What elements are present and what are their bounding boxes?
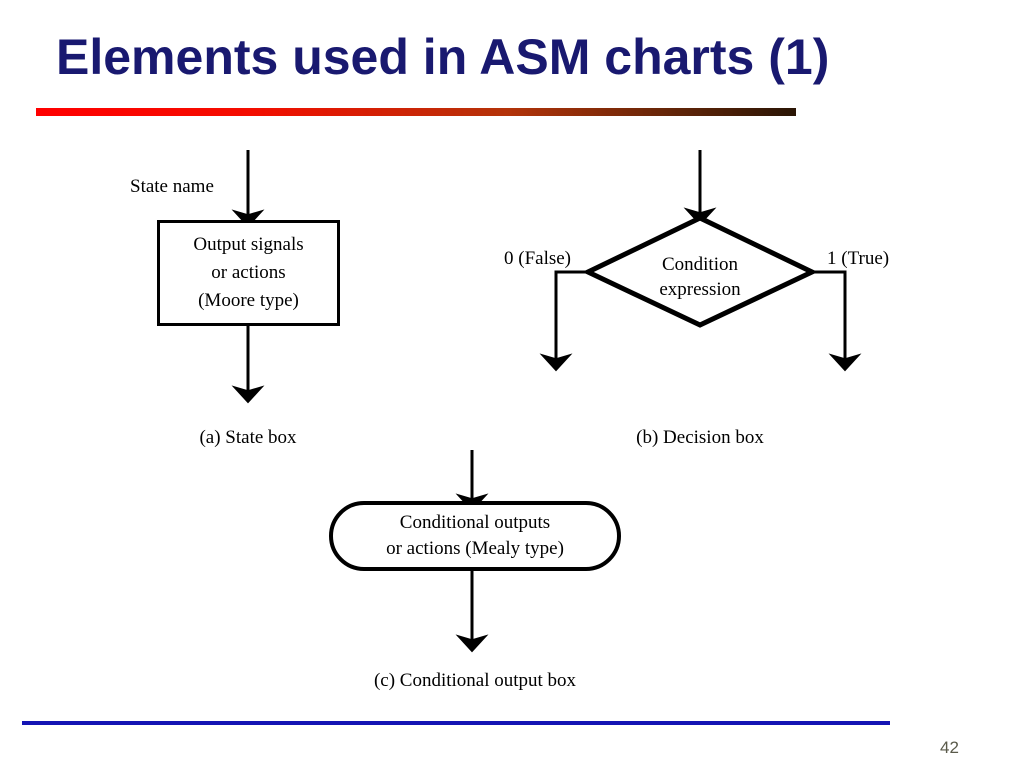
decision-box-line-2: expression (659, 279, 741, 300)
state-box-line-1: Output signals (193, 234, 304, 255)
footer-rule (22, 721, 890, 725)
decision-true-branch-arrow (812, 270, 862, 372)
caption-decision-box: (b) Decision box (636, 427, 764, 448)
caption-state-box: (a) State box (199, 427, 297, 448)
state-box-line-2: or actions (211, 262, 286, 283)
conditional-output-box-shape: Conditional outputs or actions (Mealy ty… (329, 501, 621, 571)
title-underline-rule (36, 108, 796, 116)
conditional-box-line-2: or actions (Mealy type) (386, 538, 564, 559)
decision-false-branch-arrow (539, 270, 588, 372)
state-box-line-3: (Moore type) (198, 290, 299, 311)
page-number: 42 (940, 738, 959, 757)
page-title: Elements used in ASM charts (1) (56, 29, 830, 85)
decision-box-line-1: Condition (661, 254, 738, 275)
caption-conditional-output-box: (c) Conditional output box (373, 670, 577, 691)
conditional-box-line-1: Conditional outputs (399, 512, 551, 533)
decision-true-label: 1 (True) (827, 248, 890, 269)
state-box-shape: Output signals or actions (Moore type) (157, 220, 340, 326)
state-name-label: State name (130, 176, 214, 197)
decision-box-text: Condition expression (620, 252, 780, 302)
decision-false-label: 0 (False) (504, 248, 572, 269)
